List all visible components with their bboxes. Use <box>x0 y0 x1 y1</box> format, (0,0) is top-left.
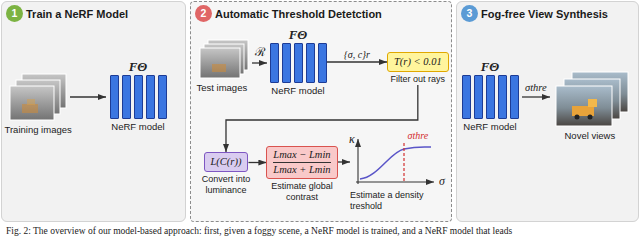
contrast-chart <box>356 139 434 184</box>
drawing-part <box>22 104 38 113</box>
fraction-rule <box>273 162 330 163</box>
step-badge: 2 <box>195 5 212 22</box>
step-label: Filter out rays <box>391 74 446 85</box>
drawing-part <box>575 115 580 120</box>
drawing-part <box>200 48 240 78</box>
network-layers <box>462 75 519 119</box>
layer-bar <box>146 75 155 119</box>
model-label: NeRF model <box>463 121 516 133</box>
image-caption: Training images <box>5 124 72 136</box>
flow-arrow <box>70 96 106 97</box>
formula: Lmax + Lmin <box>273 164 330 176</box>
formula-box: Lmax − LminLmax + Lmin <box>266 146 337 179</box>
drawing-part <box>10 86 54 120</box>
threshold-label: σthre <box>525 82 547 94</box>
stage-panel: Train a NeRF Model1FΘ NeRF model <box>1 1 186 222</box>
axis-label: σ <box>439 175 445 187</box>
drawing-part <box>356 181 434 182</box>
model-label: NeRF model <box>271 85 324 97</box>
layer-bar <box>122 75 131 119</box>
model-symbol: FΘ <box>289 28 308 42</box>
panel-fill <box>456 1 639 222</box>
stage-panel: Fog-free View Synthesis3FΘ NeRF model <box>456 1 639 222</box>
layer-bar <box>486 75 495 119</box>
layer-bar <box>306 43 315 83</box>
flow-connector <box>248 162 266 163</box>
network-layers <box>110 75 167 119</box>
layer-bar <box>510 75 519 119</box>
drawing-part <box>556 86 612 126</box>
nerf-model: FΘ NeRF model <box>270 28 327 97</box>
layer-bar <box>462 75 471 119</box>
step-label: Convert into luminance <box>193 174 259 196</box>
panel-fill <box>190 1 452 222</box>
formula: Lmax − Lmin <box>273 149 330 161</box>
layer-bar <box>498 75 507 119</box>
layer-bar <box>270 43 279 83</box>
step-label: Estimate a density treshold <box>350 190 444 212</box>
panel-title: Fog-free View Synthesis <box>481 6 638 23</box>
layer-bar <box>134 75 143 119</box>
stage-panel: Automatic Threshold Detetction2FΘ NeRF mo… <box>190 1 452 222</box>
formula: L(C(r)) <box>211 156 242 168</box>
step-label: Estimate global contrast <box>266 181 338 203</box>
formula-box: L(C(r)) <box>204 152 249 172</box>
drawing-part <box>572 106 594 116</box>
layer-bar <box>318 43 327 83</box>
panel-title: Automatic Threshold Detetction <box>215 6 451 23</box>
drawing-part <box>360 147 431 179</box>
nerf-model: FΘ NeRF model <box>462 60 519 133</box>
operator-symbol: ℛ <box>255 46 265 58</box>
step-badge: 3 <box>461 5 478 22</box>
axis-label: κ <box>349 133 355 145</box>
flow-connector <box>327 61 388 62</box>
formula: T(r) < 0.01 <box>394 56 442 68</box>
luminance-box: L(C(r)) Convert into luminance <box>193 152 259 196</box>
threshold-chart: Estimate a density treshold <box>350 136 444 212</box>
model-symbol: FΘ <box>129 60 148 74</box>
image-caption: Test images <box>197 82 248 94</box>
nerf-model: FΘ NeRF model <box>110 60 167 133</box>
image-caption: Novel views <box>565 130 616 142</box>
layer-bar <box>282 43 291 83</box>
drawing-part <box>588 99 597 107</box>
drawing-part <box>212 64 226 72</box>
drawing-part <box>27 99 35 105</box>
step-number: 2 <box>195 5 212 22</box>
filter-box: T(r) < 0.01Filter out rays <box>387 52 449 85</box>
layer-bar <box>110 75 119 119</box>
model-symbol: FΘ <box>481 60 500 74</box>
step-number: 3 <box>461 5 478 22</box>
figure-caption: Fig. 2: The overview of our model-based … <box>6 226 512 237</box>
step-number: 1 <box>6 5 23 22</box>
edge-label: {σ, c}r <box>342 49 372 61</box>
layer-bar <box>294 43 303 83</box>
layer-bar <box>474 75 483 119</box>
drawing-part <box>357 139 358 184</box>
test-images <box>200 40 248 78</box>
threshold-label: σthre <box>408 130 429 142</box>
drawing-part <box>403 143 404 182</box>
chart-area <box>350 136 436 188</box>
synthesis-arrow <box>522 96 550 97</box>
contrast-box: Lmax − LminLmax + LminEstimate global co… <box>266 146 338 203</box>
step-badge: 1 <box>6 5 23 22</box>
formula-box: T(r) < 0.01 <box>387 52 449 72</box>
flow-connector <box>226 85 418 152</box>
training-images <box>10 74 66 120</box>
flow-connector <box>338 161 350 162</box>
network-layers <box>270 43 327 83</box>
layer-bar <box>158 75 167 119</box>
drawing-part <box>588 115 593 120</box>
model-label: NeRF model <box>111 121 164 133</box>
render-arrow <box>252 62 267 63</box>
panel-fill <box>1 1 186 222</box>
novel-view-images <box>556 72 628 126</box>
panel-title: Train a NeRF Model <box>26 6 185 23</box>
